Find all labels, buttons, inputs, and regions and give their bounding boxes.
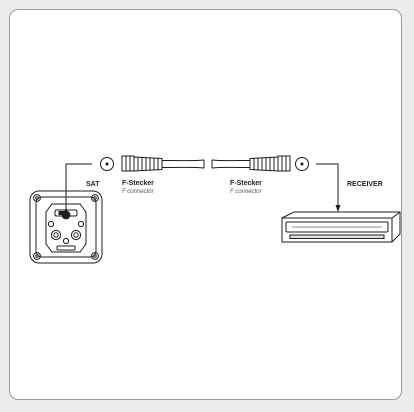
satellite-wall-socket-icon [29, 190, 103, 264]
right-connector-label: F-Stecker [230, 180, 262, 187]
f-connector-plug-left-icon [121, 155, 205, 172]
left-connector-label: F-Stecker [122, 180, 154, 187]
coax-port-left-icon [100, 157, 114, 171]
sat-label: SAT [86, 181, 100, 188]
right-connector-sublabel: F connector [230, 189, 262, 195]
left-connector-sublabel: F connector [122, 189, 154, 195]
cable-route-right [316, 163, 339, 205]
cable-route-left [65, 163, 92, 214]
f-connector-plug-right-icon [211, 155, 291, 172]
receiver-label: RECEIVER [347, 181, 383, 188]
coax-port-right-icon [295, 157, 309, 171]
satellite-receiver-icon [281, 211, 401, 243]
arrow-up-icon [63, 207, 69, 214]
arrow-down-icon [335, 205, 341, 212]
